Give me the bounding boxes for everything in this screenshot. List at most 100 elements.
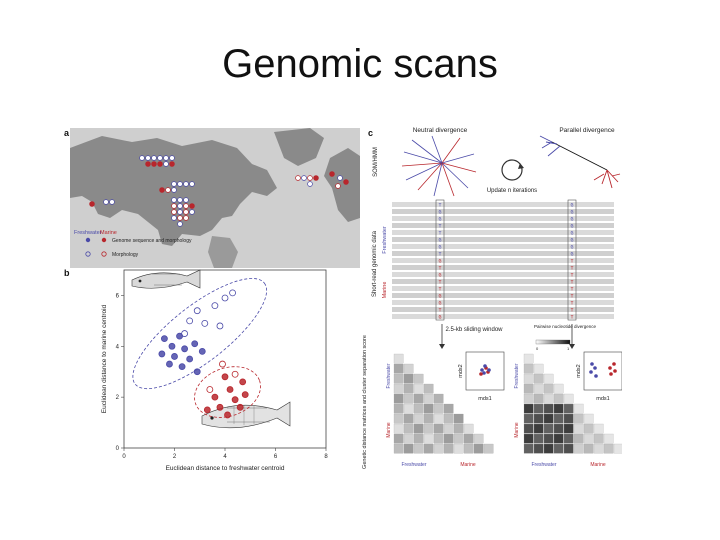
matrix-cell	[403, 423, 414, 434]
matrix-cell	[393, 443, 404, 454]
marine-point	[224, 411, 231, 419]
mds2-left: mds2	[458, 364, 464, 377]
read-row	[392, 202, 614, 207]
map-population-dot	[189, 209, 195, 215]
freshwater-point	[198, 347, 206, 355]
read-row	[392, 272, 614, 277]
matrix-cell	[563, 393, 574, 404]
x-tick-label: 0	[122, 454, 126, 460]
matrix-cell	[563, 403, 574, 414]
matrix-cell	[403, 373, 414, 384]
matrix-cell	[403, 403, 414, 414]
matrix-cell	[523, 433, 534, 444]
matrix-cell	[393, 403, 404, 414]
marine-point	[226, 386, 234, 393]
read-row	[392, 244, 614, 249]
left-base: T	[438, 231, 441, 237]
mds-point	[593, 366, 597, 370]
map-population-dot	[307, 175, 313, 181]
right-base: G	[570, 238, 573, 244]
map-population-dot	[335, 183, 341, 189]
mds-point	[613, 369, 617, 373]
matrix-cell	[533, 423, 544, 434]
matrix-cell	[423, 423, 434, 434]
mds-point	[479, 372, 483, 376]
matrix-cell	[483, 443, 494, 454]
freshwater-point	[178, 363, 186, 371]
y-tick-label: 0	[116, 446, 120, 452]
left-base: G	[438, 217, 441, 223]
scatter-xlabel: Euclidean distance to freshwater centroi…	[166, 465, 285, 472]
matrix-cell	[413, 383, 424, 394]
matrix-cell	[443, 443, 454, 454]
matrix-cell	[613, 443, 622, 454]
legend-dot-fw-open	[85, 251, 91, 257]
map-population-dot	[103, 199, 109, 205]
legend-dot-mar-filled	[101, 237, 107, 243]
matrix-cell	[523, 383, 534, 394]
marine-point	[239, 378, 247, 386]
matrix-cell	[393, 373, 404, 384]
panel-b-letter: b	[64, 268, 70, 278]
map-population-dot	[177, 215, 183, 221]
matrix-cell	[403, 413, 414, 424]
x-tick-label: 6	[274, 454, 278, 460]
matrix-cell	[563, 443, 574, 454]
matrix-cell	[523, 363, 534, 374]
freshwater-point	[221, 294, 229, 302]
y-tick-label: 2	[116, 395, 120, 401]
right-window-box	[567, 199, 577, 321]
matrix-cell	[403, 393, 414, 404]
marine-point	[236, 403, 244, 411]
matrix-cell	[413, 393, 424, 404]
matrix-cell	[453, 413, 464, 424]
scale-max: 1	[567, 346, 570, 351]
matrix-cell	[533, 363, 544, 374]
update-cycle-arrow	[501, 159, 524, 181]
right-base: T	[570, 301, 573, 307]
freshwater-point	[216, 322, 224, 330]
matrix-cell	[393, 363, 404, 374]
legend-row2: Morphology	[112, 252, 139, 258]
freshwater-point	[166, 360, 173, 368]
matrix-cell	[543, 403, 554, 414]
matrix-cell	[443, 413, 454, 424]
matrix-cell	[413, 413, 424, 424]
matrix-cell	[553, 383, 564, 394]
matrix-cell	[463, 443, 474, 454]
matrix-cell	[533, 433, 544, 444]
left-window-box	[435, 199, 445, 321]
map-population-dot	[295, 175, 301, 181]
matrix-cell	[533, 383, 544, 394]
matrix-cell	[423, 443, 434, 454]
matrix-cell	[563, 433, 574, 444]
mds1-right: mds1	[596, 396, 609, 402]
matrix-cell	[583, 433, 594, 444]
mds-point	[482, 371, 486, 375]
left-base: G	[438, 245, 441, 251]
read-row	[392, 216, 614, 221]
map-population-dot	[189, 181, 195, 187]
map-population-dot	[177, 221, 183, 227]
matrix-cell	[543, 373, 554, 384]
map-population-dot	[169, 155, 175, 161]
map-population-dot	[151, 155, 157, 161]
matrix-cell	[583, 423, 594, 434]
right-base: G	[570, 217, 573, 223]
matrix-cell	[593, 423, 604, 434]
map-population-dot	[177, 209, 183, 215]
map-population-dot	[343, 179, 349, 185]
matrix-cell	[403, 363, 414, 374]
x-tick-label: 8	[324, 454, 328, 460]
matrix-cell	[553, 413, 564, 424]
matrix-cell	[543, 383, 554, 394]
matrix-cell	[403, 433, 414, 444]
read-row	[392, 223, 614, 228]
matrix-cell	[413, 373, 424, 384]
scatter-ylabel: Euclidean distance to marine centroid	[101, 304, 108, 413]
read-row	[392, 237, 614, 242]
matrix-right-fw-y: Freshwater	[514, 363, 520, 388]
matrix-cell	[573, 423, 584, 434]
map-population-dot	[171, 197, 177, 203]
map-population-dot	[171, 209, 177, 215]
